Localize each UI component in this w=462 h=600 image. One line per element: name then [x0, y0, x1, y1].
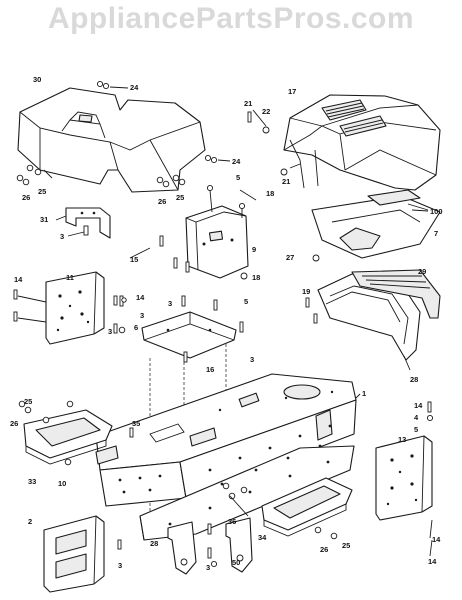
callout-14d: 14 [432, 535, 441, 544]
callout-13: 13 [398, 435, 406, 444]
fender-hardware [16, 80, 231, 188]
callout-11: 11 [66, 273, 74, 282]
callout-33: 33 [28, 477, 36, 486]
callout-22: 22 [262, 107, 270, 116]
callout-labels: 30 24 24 25 26 25 26 31 3 17 21 22 21 18… [10, 75, 443, 572]
callout-21: 21 [244, 99, 252, 108]
left-side-bracket [13, 271, 118, 345]
callout-36: 36 [228, 517, 236, 526]
callout-26c: 26 [10, 419, 18, 428]
right-footrest [222, 477, 353, 540]
callout-9: 9 [252, 245, 256, 254]
callout-28b: 28 [150, 539, 158, 548]
dash-panel [159, 184, 249, 280]
callout-18b: 18 [252, 273, 260, 282]
callout-35: 35 [132, 419, 140, 428]
callout-25c: 25 [24, 397, 32, 406]
fender-bracket [55, 207, 111, 239]
callout-4: 4 [414, 413, 419, 422]
watermark: AppliancePartsPros.com [47, 2, 415, 35]
callout-27: 27 [286, 253, 294, 262]
left-footrest [18, 400, 134, 466]
main-frame [95, 373, 357, 541]
callout-3f: 3 [118, 561, 122, 570]
callout-3: 3 [60, 232, 64, 241]
fender-assembly [17, 87, 206, 193]
callout-29: 29 [418, 267, 426, 276]
hood [283, 94, 441, 191]
callout-26d: 26 [320, 545, 328, 554]
callout-25b: 25 [176, 193, 184, 202]
callout-21b: 21 [282, 177, 290, 186]
callout-100: 100 [430, 207, 443, 216]
callout-14b: 14 [136, 293, 145, 302]
callout-5c: 5 [414, 425, 418, 434]
callout-6: 6 [134, 323, 138, 332]
callout-7: 7 [434, 229, 438, 238]
callout-14c: 14 [414, 401, 423, 410]
front-bumper [305, 269, 441, 371]
callout-50: 50 [232, 558, 240, 567]
frame-holes [118, 390, 334, 526]
callout-3c: 3 [140, 311, 144, 320]
hood-hardware [247, 109, 288, 176]
callout-28: 28 [410, 375, 418, 384]
callout-5: 5 [236, 173, 240, 182]
callout-18: 18 [266, 189, 274, 198]
callout-26: 26 [22, 193, 30, 202]
callout-24b: 24 [232, 157, 241, 166]
callout-15: 15 [130, 255, 138, 264]
callout-26b: 26 [158, 197, 166, 206]
axle-brackets [167, 517, 253, 575]
callout-2: 2 [28, 517, 32, 526]
callout-24: 24 [130, 83, 139, 92]
front-bracket [43, 515, 122, 593]
callout-16: 16 [206, 365, 214, 374]
callout-3g: 3 [206, 563, 210, 572]
right-side-bracket [375, 401, 434, 557]
callout-34: 34 [258, 533, 267, 542]
callout-17: 17 [288, 87, 296, 96]
callout-3e: 3 [250, 355, 254, 364]
callout-3d: 3 [108, 327, 112, 336]
callout-10: 10 [58, 479, 66, 488]
callout-25d: 25 [342, 541, 350, 550]
callout-14e: 14 [428, 557, 437, 566]
callout-5b: 5 [244, 297, 248, 306]
callout-3b: 3 [168, 299, 172, 308]
callout-19: 19 [302, 287, 310, 296]
grille-bracket [311, 189, 441, 262]
callout-31: 31 [40, 215, 48, 224]
callout-14: 14 [14, 275, 23, 284]
callout-30: 30 [33, 75, 41, 84]
leader-lines [129, 163, 429, 399]
callout-1: 1 [362, 389, 366, 398]
callout-25: 25 [38, 187, 46, 196]
